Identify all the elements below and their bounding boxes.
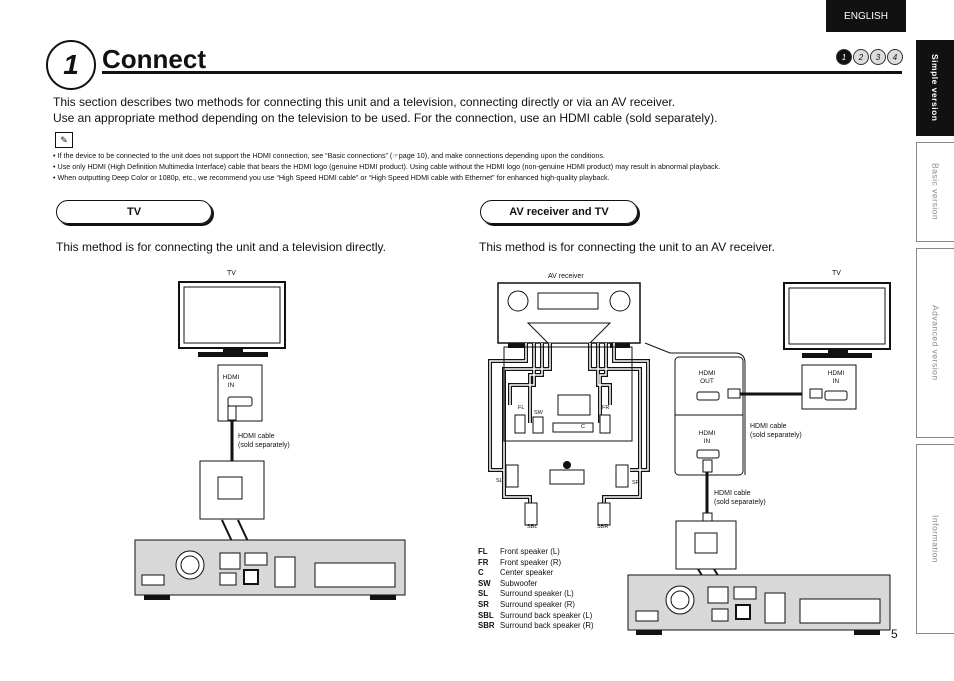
tv-hdmi-port xyxy=(227,396,253,407)
av-receiver-diagram xyxy=(488,282,891,635)
step-2: 2 xyxy=(853,49,869,65)
av-method-text: This method is for connecting the unit t… xyxy=(479,240,775,254)
note-icon: ✎ xyxy=(55,132,73,148)
label-sr: SR xyxy=(632,480,640,486)
tv-hdmi-in-label: HDMI IN xyxy=(222,374,240,389)
speaker-sr xyxy=(615,464,629,488)
page-number: 5 xyxy=(891,627,898,641)
av-tv-hdmi-in-label: HDMI IN xyxy=(827,370,845,385)
page-title: Connect xyxy=(102,44,206,74)
label-sl: SL xyxy=(496,478,503,484)
speaker-fr xyxy=(599,414,611,434)
av-tv-illustration xyxy=(783,282,891,358)
intro-line-2: Use an appropriate method depending on t… xyxy=(53,111,718,125)
side-tab-simple[interactable]: Simple version xyxy=(916,40,954,136)
label-fl: FL xyxy=(518,405,525,411)
av-cable-top-label: HDMI cable (sold separately) xyxy=(750,423,802,439)
av-receiver-illustration xyxy=(497,282,641,348)
intro-line-1: This section describes two methods for c… xyxy=(53,95,676,109)
tv-hdmi-in-panel xyxy=(217,364,263,422)
note-item: • When outputting Deep Color or 1080p, e… xyxy=(53,173,610,182)
listener-icon xyxy=(563,461,571,469)
player-rear-panel xyxy=(134,539,406,600)
step-3: 3 xyxy=(870,49,886,65)
speaker-c xyxy=(552,422,594,433)
chapter-number: 1 xyxy=(46,40,96,90)
speaker-sbr xyxy=(597,502,611,526)
label-sbl: SBL xyxy=(527,524,538,530)
language-tab[interactable]: ENGLISH xyxy=(826,0,906,32)
listener-sofa xyxy=(549,469,585,485)
title-rule xyxy=(102,71,902,74)
receiver-hdmi-out-label: HDMI OUT xyxy=(698,370,716,385)
side-tab-information[interactable]: Information xyxy=(916,444,954,634)
tv-label: TV xyxy=(227,270,236,277)
step-4: 4 xyxy=(887,49,903,65)
speaker-sbl xyxy=(524,502,538,526)
tv-illustration xyxy=(178,281,286,357)
av-receiver-label: AV receiver xyxy=(548,273,584,280)
notes-list: • If the device to be connected to the u… xyxy=(53,150,903,183)
av-cable-bottom-label: HDMI cable (sold separately) xyxy=(714,490,766,506)
av-section-heading: AV receiver and TV xyxy=(480,200,638,224)
speaker-sw xyxy=(532,416,544,434)
step-indicator: 1 2 3 4 xyxy=(836,49,903,65)
av-tv-label: TV xyxy=(832,270,841,277)
tv-method-text: This method is for connecting the unit a… xyxy=(56,240,386,254)
av-tv-hdmi-port xyxy=(824,390,848,401)
tv-section-heading: TV xyxy=(56,200,212,224)
intro-text: This section describes two methods for c… xyxy=(53,94,903,126)
label-sw: SW xyxy=(534,410,543,416)
receiver-hdmi-out-port xyxy=(696,391,720,401)
tv-hdmi-plug xyxy=(227,405,237,421)
room-tv xyxy=(557,394,591,416)
note-item: • Use only HDMI (High Definition Multime… xyxy=(53,162,721,171)
av-player-rear-panel xyxy=(627,574,891,635)
label-fr: FR xyxy=(602,405,610,411)
step-1: 1 xyxy=(836,49,852,65)
speaker-fl xyxy=(514,414,526,434)
receiver-hdmi-panel xyxy=(674,356,744,476)
speaker-sl xyxy=(505,464,519,488)
receiver-hdmi-in-label: HDMI IN xyxy=(698,430,716,445)
side-tab-advanced[interactable]: Advanced version xyxy=(916,248,954,438)
side-tab-basic[interactable]: Basic version xyxy=(916,142,954,242)
av-tv-hdmi-panel xyxy=(801,364,857,410)
label-sbr: SBR xyxy=(597,524,609,530)
tv-cable-label: HDMI cable (sold separately) xyxy=(238,433,290,449)
tv-direct-diagram xyxy=(134,281,406,600)
label-c: C xyxy=(581,424,585,430)
player-hdmi-port xyxy=(217,476,243,500)
receiver-hdmi-in-port xyxy=(696,449,720,459)
note-item: • If the device to be connected to the u… xyxy=(53,151,605,160)
receiver-callout xyxy=(644,342,746,475)
